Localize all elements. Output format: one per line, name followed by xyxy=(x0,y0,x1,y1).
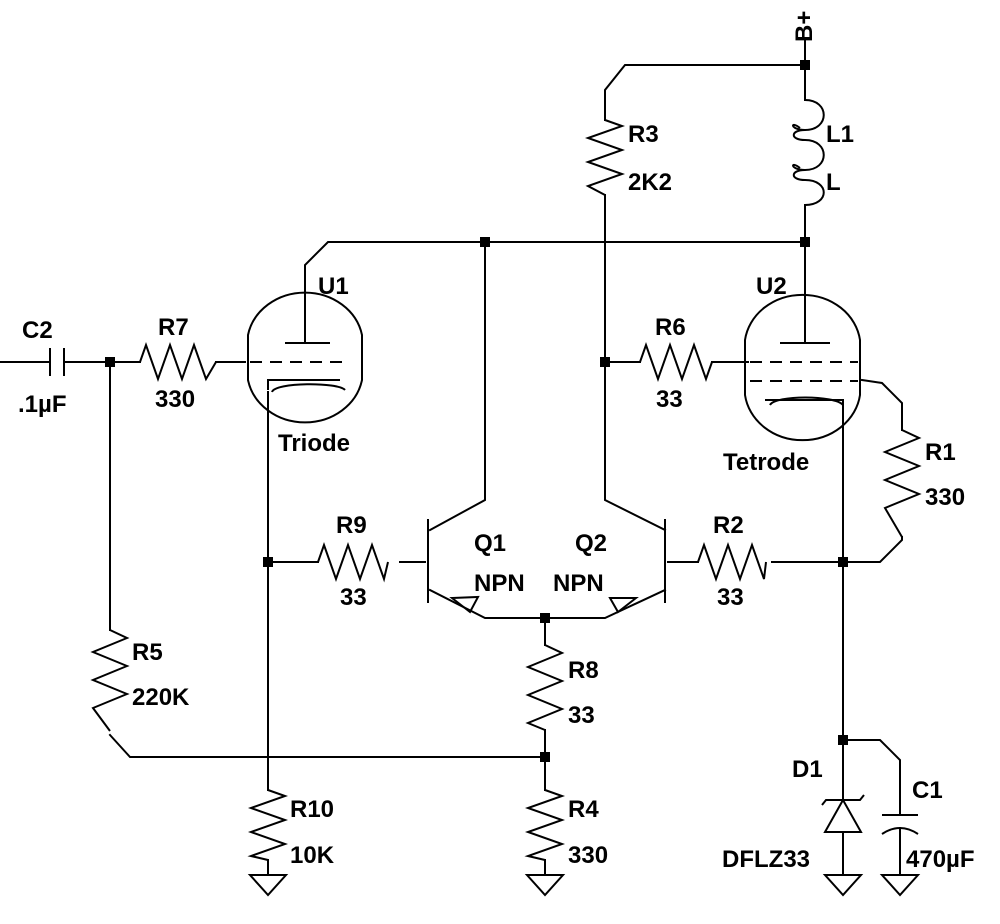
r5-ref: R5 xyxy=(132,639,163,666)
resistor-r8 xyxy=(525,644,565,731)
r1-ref: R1 xyxy=(925,439,956,466)
resistor-r9 xyxy=(317,541,389,583)
r1-value: 330 xyxy=(925,484,965,511)
r7-value: 330 xyxy=(155,386,195,413)
inductor-l1 xyxy=(792,99,825,206)
r2-value: 33 xyxy=(717,584,744,611)
c1-ref: C1 xyxy=(912,777,943,804)
r6-value: 33 xyxy=(656,386,683,413)
q2-type: NPN xyxy=(553,570,604,597)
resistor-r3 xyxy=(584,119,626,196)
r8-value: 33 xyxy=(568,702,595,729)
r2-ref: R2 xyxy=(713,512,744,539)
r6-ref: R6 xyxy=(655,314,686,341)
resistor-r10 xyxy=(247,789,289,861)
q1-type: NPN xyxy=(474,570,525,597)
r5-value: 220K xyxy=(132,684,190,711)
junction-dots xyxy=(105,60,848,762)
d1-value: DFLZ33 xyxy=(722,846,810,873)
d1-ref: D1 xyxy=(792,756,823,783)
r10-value: 10K xyxy=(290,842,335,869)
r9-value: 33 xyxy=(340,584,367,611)
resistor-r1 xyxy=(882,429,922,538)
c2-value: .1µF xyxy=(18,391,67,418)
l1-ref: L1 xyxy=(826,121,854,148)
r4-value: 330 xyxy=(568,842,608,869)
q1-emitter-arrow xyxy=(449,595,480,614)
zener-d1 xyxy=(821,794,865,833)
u2-ref: U2 xyxy=(756,273,787,300)
resistor-r5 xyxy=(90,629,130,732)
q2-emitter-arrow xyxy=(608,597,639,614)
r9-ref: R9 xyxy=(336,512,367,539)
r3-ref: R3 xyxy=(628,121,659,148)
q1-ref: Q1 xyxy=(474,530,506,557)
u1-type: Triode xyxy=(278,430,350,457)
tube-u1-triode xyxy=(247,291,363,424)
u2-type: Tetrode xyxy=(723,449,809,476)
bplus-label: B+ xyxy=(791,11,818,42)
c1-value: 470µF xyxy=(906,846,975,873)
capacitor-c2 xyxy=(49,348,65,376)
resistor-r2 xyxy=(697,541,767,583)
r7-ref: R7 xyxy=(158,314,189,341)
capacitor-c1 xyxy=(881,814,919,835)
q2-ref: Q2 xyxy=(575,530,607,557)
c2-ref: C2 xyxy=(22,317,53,344)
r4-ref: R4 xyxy=(568,796,599,823)
r8-ref: R8 xyxy=(568,657,599,684)
wires xyxy=(0,39,903,876)
resistor-r4 xyxy=(524,789,566,861)
resistor-r6 xyxy=(639,341,713,383)
r10-ref: R10 xyxy=(290,796,334,823)
resistor-r7 xyxy=(139,341,217,383)
l1-value: L xyxy=(826,169,841,196)
r3-value: 2K2 xyxy=(628,169,672,196)
ground-symbols xyxy=(247,874,921,897)
tube-u2-tetrode xyxy=(744,293,861,442)
u1-ref: U1 xyxy=(318,273,349,300)
